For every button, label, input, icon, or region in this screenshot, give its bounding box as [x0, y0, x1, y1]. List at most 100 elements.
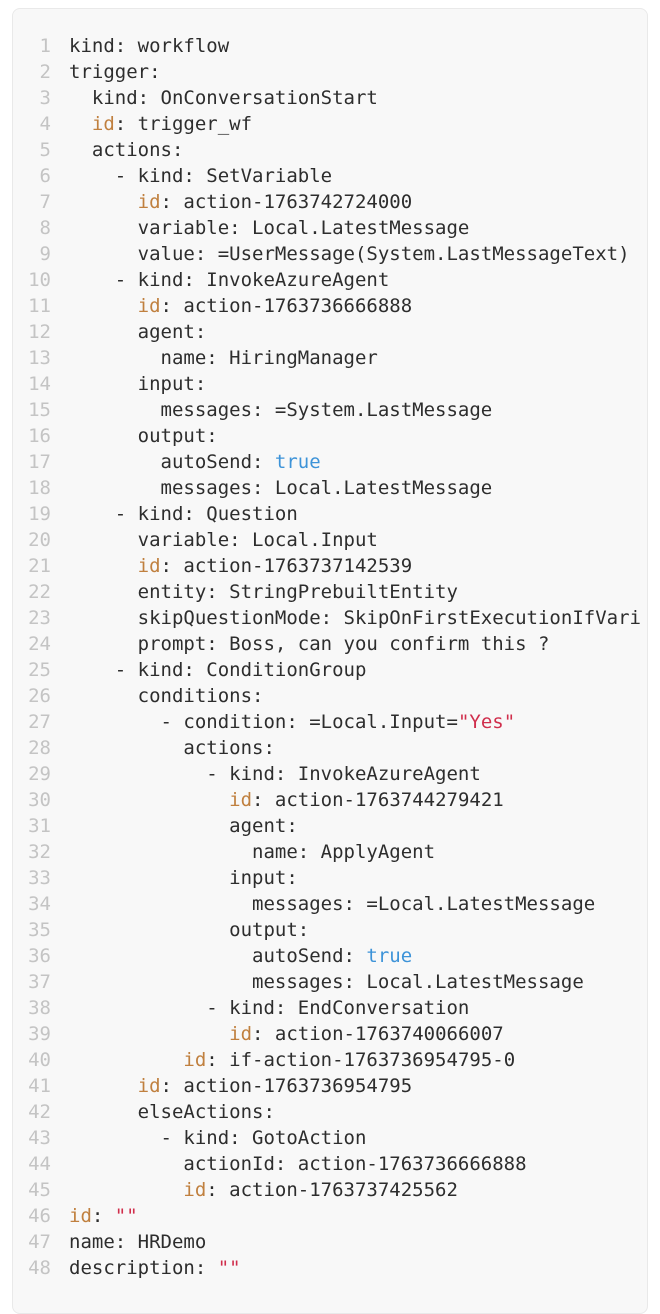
line-number: 21: [28, 555, 51, 577]
code-line: 31 agent:: [13, 813, 647, 839]
code-token: - kind: Question: [69, 503, 298, 525]
code-text: id: if-action-1763736954795-0: [69, 1047, 515, 1073]
code-line: 16 output:: [13, 423, 647, 449]
code-text: kind: workflow: [69, 33, 229, 59]
line-number: 13: [28, 347, 51, 369]
code-text: elseActions:: [69, 1099, 275, 1125]
code-token: [69, 789, 229, 811]
code-token: [69, 295, 138, 317]
line-number: 30: [28, 789, 51, 811]
code-text: messages: Local.LatestMessage: [69, 475, 493, 501]
code-text: description: "": [69, 1255, 241, 1281]
line-number: 48: [28, 1257, 51, 1279]
line-number: 47: [28, 1231, 51, 1253]
code-token: : if-action-1763736954795-0: [206, 1049, 516, 1071]
code-token: output:: [69, 919, 310, 941]
code-token: id: [137, 191, 161, 213]
code-line: 28 actions:: [13, 735, 647, 761]
code-line: 4 id: trigger_wf: [13, 111, 647, 137]
code-token: prompt: Boss, can you confirm this ?: [69, 633, 550, 655]
code-line: 33 input:: [13, 865, 647, 891]
code-line: 24 prompt: Boss, can you confirm this ?: [13, 631, 647, 657]
code-text: messages: =Local.LatestMessage: [69, 891, 595, 917]
code-token: value: =UserMessage(System.LastMessageTe…: [69, 243, 630, 265]
code-token: - kind: SetVariable: [69, 165, 333, 187]
line-number: 4: [39, 113, 51, 135]
code-token: true: [274, 451, 321, 473]
code-token: : action-1763737425562: [206, 1179, 458, 1201]
code-line: 8 variable: Local.LatestMessage: [13, 215, 647, 241]
line-number: 16: [28, 425, 51, 447]
code-text: id: action-1763742724000: [69, 189, 413, 215]
code-text: agent:: [69, 319, 207, 345]
code-text: actions:: [69, 137, 184, 163]
code-token: messages: =Local.LatestMessage: [69, 893, 596, 915]
line-number: 44: [28, 1153, 51, 1175]
code-token: [69, 1075, 138, 1097]
code-line: 48 description: "": [13, 1255, 647, 1281]
code-token: id: [137, 555, 161, 577]
line-number: 25: [28, 659, 51, 681]
code-token: - kind: GotoAction: [69, 1127, 367, 1149]
code-token: - kind: InvokeAzureAgent: [69, 269, 390, 291]
code-text: autoSend: true: [69, 943, 412, 969]
code-token: [69, 555, 138, 577]
line-number: 10: [28, 269, 51, 291]
code-token: trigger:: [69, 61, 161, 83]
line-number: 41: [28, 1075, 51, 1097]
line-number: 42: [28, 1101, 51, 1123]
code-line: 36 autoSend: true: [13, 943, 647, 969]
code-line: 42 elseActions:: [13, 1099, 647, 1125]
line-number: 36: [28, 945, 51, 967]
line-number: 18: [28, 477, 51, 499]
code-text: conditions:: [69, 683, 264, 709]
line-number: 29: [28, 763, 51, 785]
code-token: [69, 191, 138, 213]
code-text: id: action-1763744279421: [69, 787, 504, 813]
code-token: id: [183, 1049, 207, 1071]
line-number: 46: [28, 1205, 51, 1227]
code-token: variable: Local.Input: [69, 529, 378, 551]
code-line: 17 autoSend: true: [13, 449, 647, 475]
code-text: - kind: Question: [69, 501, 298, 527]
code-line: 27 - condition: =Local.Input="Yes": [13, 709, 647, 735]
code-line: 38 - kind: EndConversation: [13, 995, 647, 1021]
code-token: messages: =System.LastMessage: [69, 399, 493, 421]
line-number: 19: [28, 503, 51, 525]
code-text: id: "": [69, 1203, 138, 1229]
code-token: name: ApplyAgent: [69, 841, 436, 863]
code-line: 34 messages: =Local.LatestMessage: [13, 891, 647, 917]
line-number: 7: [39, 191, 51, 213]
line-number: 12: [28, 321, 51, 343]
code-line: 39 id: action-1763740066007: [13, 1021, 647, 1047]
code-line: 18 messages: Local.LatestMessage: [13, 475, 647, 501]
line-number: 33: [28, 867, 51, 889]
code-text: - kind: SetVariable: [69, 163, 332, 189]
code-token: id: [229, 1023, 253, 1045]
code-token: :: [91, 1205, 115, 1227]
line-number: 15: [28, 399, 51, 421]
code-token: name: HiringManager: [69, 347, 378, 369]
code-token: : action-1763742724000: [160, 191, 413, 213]
code-text: input:: [69, 371, 207, 397]
code-text: - condition: =Local.Input="Yes": [69, 709, 516, 735]
code-line: 45 id: action-1763737425562: [13, 1177, 647, 1203]
code-text: - kind: InvokeAzureAgent: [69, 267, 390, 293]
code-token: id: [137, 1075, 161, 1097]
code-line: 32 name: ApplyAgent: [13, 839, 647, 865]
code-token: input:: [69, 373, 207, 395]
line-number: 6: [39, 165, 51, 187]
line-number: 17: [28, 451, 51, 473]
code-line: 23 skipQuestionMode: SkipOnFirstExecutio…: [13, 605, 647, 631]
code-token: : action-1763736954795: [160, 1075, 413, 1097]
code-token: messages: Local.LatestMessage: [69, 477, 493, 499]
code-line: 10 - kind: InvokeAzureAgent: [13, 267, 647, 293]
line-number: 37: [28, 971, 51, 993]
code-token: kind: OnConversationStart: [69, 87, 378, 109]
code-text: kind: OnConversationStart: [69, 85, 378, 111]
code-token: agent:: [69, 321, 207, 343]
code-text: id: action-1763737142539: [69, 553, 413, 579]
